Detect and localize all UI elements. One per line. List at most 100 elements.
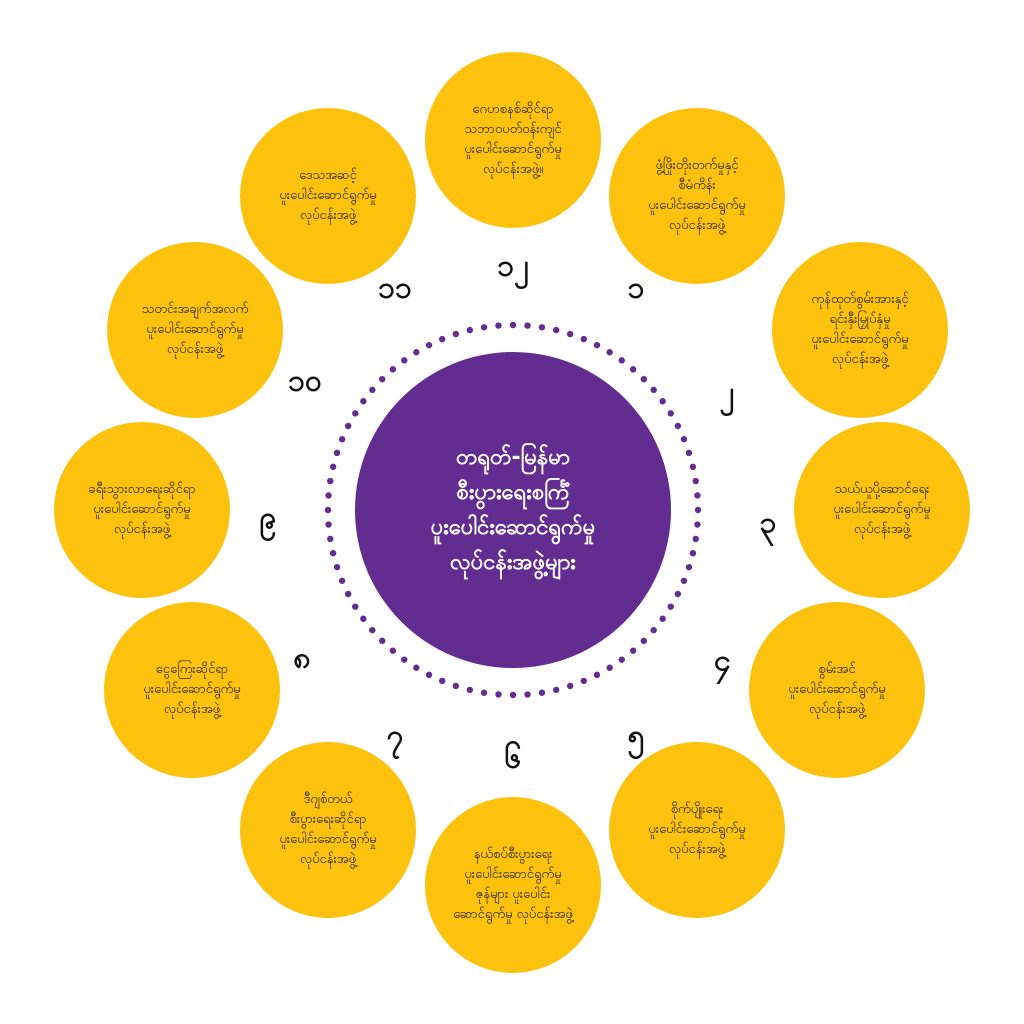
ring-dot (413, 664, 420, 671)
ring-dot (325, 521, 332, 528)
ring-dot (667, 410, 674, 417)
ring-dot (680, 577, 688, 584)
ring-dot (650, 386, 657, 394)
ring-dot (378, 375, 386, 383)
ring-dot (480, 324, 488, 331)
ring-dot (618, 357, 625, 364)
ring-dot (524, 691, 531, 698)
ring-dot (667, 603, 674, 610)
working-group-number: ၁၂ (497, 248, 529, 284)
ring-dot (618, 656, 625, 663)
ring-dot (466, 326, 474, 334)
ring-dot (606, 664, 613, 671)
center-title: တရုတ်-မြန်မာ စီးပွားရေးစင်္ကြံ ပူးပေါင်း… (355, 352, 671, 668)
ring-dot (694, 506, 702, 514)
ring-dot (327, 477, 334, 485)
ring-dot (685, 563, 693, 571)
working-group-circle: စိုက်ပျိုးရေး ပူးပေါင်းဆောင်ရွက်မှု လုပ်… (609, 742, 785, 918)
ring-dot (566, 330, 574, 338)
ring-dot (694, 492, 701, 499)
working-group-circle: ဒီဂျစ်တယ် စီးပွားရေးဆိုင်ရာ ပူးပေါင်းဆော… (240, 742, 416, 918)
ring-dot (439, 677, 446, 685)
ring-dot (333, 563, 341, 571)
working-group-label: စိုက်ပျိုးရေး ပူးပေါင်းဆောင်ရွက်မှု လုပ်… (648, 801, 746, 858)
ring-dot (338, 577, 346, 584)
working-group-number: ၃ (759, 505, 777, 541)
ring-dot (674, 590, 682, 598)
ring-dot (689, 549, 697, 557)
working-group-label: ငွေကြေးဆိုင်ရာ ပူးပေါင်းဆောင်ရွက်မှု လုပ… (143, 661, 241, 718)
ring-dot (389, 647, 397, 654)
working-group-label: ဖွံ့ဖြိုးတိုးတက်မှုနှင့် စီမံကိန်း ပူးပေ… (648, 157, 746, 234)
ring-dot (629, 366, 637, 373)
ring-dot (674, 422, 682, 430)
working-group-label: နယ်စပ်စီးပွားရေး ပူးပေါင်းဆောင်ရွက်မှု ဇ… (453, 846, 573, 923)
ring-dot (425, 671, 433, 679)
ring-dot (593, 341, 601, 349)
ring-dot (352, 603, 359, 610)
ring-dot (439, 335, 446, 343)
ring-dot (413, 349, 420, 356)
ring-dot (566, 682, 574, 690)
working-group-number: ၁ (627, 270, 645, 306)
ring-dot (495, 691, 502, 698)
ring-dot (344, 590, 352, 598)
ring-dot (325, 492, 332, 499)
working-group-circle: ဒေသအဆင့် ပူးပေါင်းဆောင်ရွက်မှု လုပ်ငန်းအ… (240, 108, 416, 284)
working-group-circle: သယ်ယူပို့ဆောင်ရေး ပူးပေါင်းဆောင်ရွက်မှု … (794, 422, 970, 598)
working-group-label: ဒီဂျစ်တယ် စီးပွားရေးဆိုင်ရာ ပူးပေါင်းဆော… (279, 791, 377, 868)
ring-dot (360, 615, 367, 622)
ring-dot (329, 549, 337, 557)
ring-dot (538, 689, 546, 696)
ring-dot (378, 637, 386, 645)
working-group-number: ၈ (293, 640, 311, 676)
working-group-circle: ဂေဟစနစ်ဆိုင်ရာ သဘာဝပတ်ဝန်းကျင် ပူးပေါင်း… (425, 52, 601, 228)
ring-dot (552, 326, 560, 334)
ring-dot (369, 626, 376, 634)
working-group-number: ၆ (504, 740, 522, 776)
ring-dot (524, 322, 531, 329)
working-group-number: ၉ (259, 500, 277, 536)
ring-dot (538, 324, 546, 331)
working-group-label: ဂေဟစနစ်ဆိုင်ရာ သဘာဝပတ်ဝန်းကျင် ပူးပေါင်း… (464, 101, 562, 178)
working-group-label: ခရီးသွားလာရေးဆိုင်ရာ ပူးပေါင်းဆောင်ရွက်မ… (88, 481, 196, 538)
working-group-number: ၁၁ (378, 270, 412, 306)
ring-dot (509, 321, 517, 329)
ring-dot (680, 436, 688, 443)
ring-dot (352, 410, 359, 417)
ring-dot (640, 375, 648, 383)
ring-dot (344, 422, 352, 430)
ring-dot (694, 521, 701, 528)
ring-dot (324, 506, 332, 514)
ring-dot (401, 357, 408, 364)
working-group-number: ၇ (386, 718, 404, 754)
working-group-circle: ငွေကြေးဆိုင်ရာ ပူးပေါင်းဆောင်ရွက်မှု လုပ… (104, 602, 280, 778)
ring-dot (480, 689, 488, 696)
working-group-circle: စွမ်းအင် ပူးပေါင်းဆောင်ရွက်မှု လုပ်ငန်းအ… (749, 602, 925, 778)
ring-dot (629, 647, 637, 654)
ring-dot (329, 463, 337, 471)
ring-dot (466, 686, 474, 694)
working-group-number: ၅ (627, 718, 645, 754)
working-group-circle: ခရီးသွားလာရေးဆိုင်ရာ ပူးပေါင်းဆောင်ရွက်မ… (54, 422, 230, 598)
ring-dot (389, 366, 397, 373)
ring-dot (425, 341, 433, 349)
ring-dot (495, 322, 502, 329)
ring-dot (360, 398, 367, 405)
ring-dot (401, 656, 408, 663)
working-group-circle: ဖွံ့ဖြိုးတိုးတက်မှုနှင့် စီမံကိန်း ပူးပေ… (609, 108, 785, 284)
ring-dot (338, 436, 346, 443)
ring-dot (650, 626, 657, 634)
working-group-label: သယ်ယူပို့ဆောင်ရေး ပူးပေါင်းဆောင်ရွက်မှု … (833, 481, 931, 538)
ring-dot (580, 335, 587, 343)
ring-dot (580, 677, 587, 685)
ring-dot (692, 477, 699, 485)
ring-dot (369, 386, 376, 394)
ring-dot (509, 691, 517, 699)
working-group-circle: နယ်စပ်စီးပွားရေး ပူးပေါင်းဆောင်ရွက်မှု ဇ… (425, 797, 601, 973)
ring-dot (606, 349, 613, 356)
ring-dot (333, 449, 341, 457)
working-group-circle: ကုန်ထုတ်စွမ်းအားနှင့် ရင်းနှီးမြှုပ်နှံမ… (772, 242, 948, 418)
ring-dot (659, 398, 666, 405)
